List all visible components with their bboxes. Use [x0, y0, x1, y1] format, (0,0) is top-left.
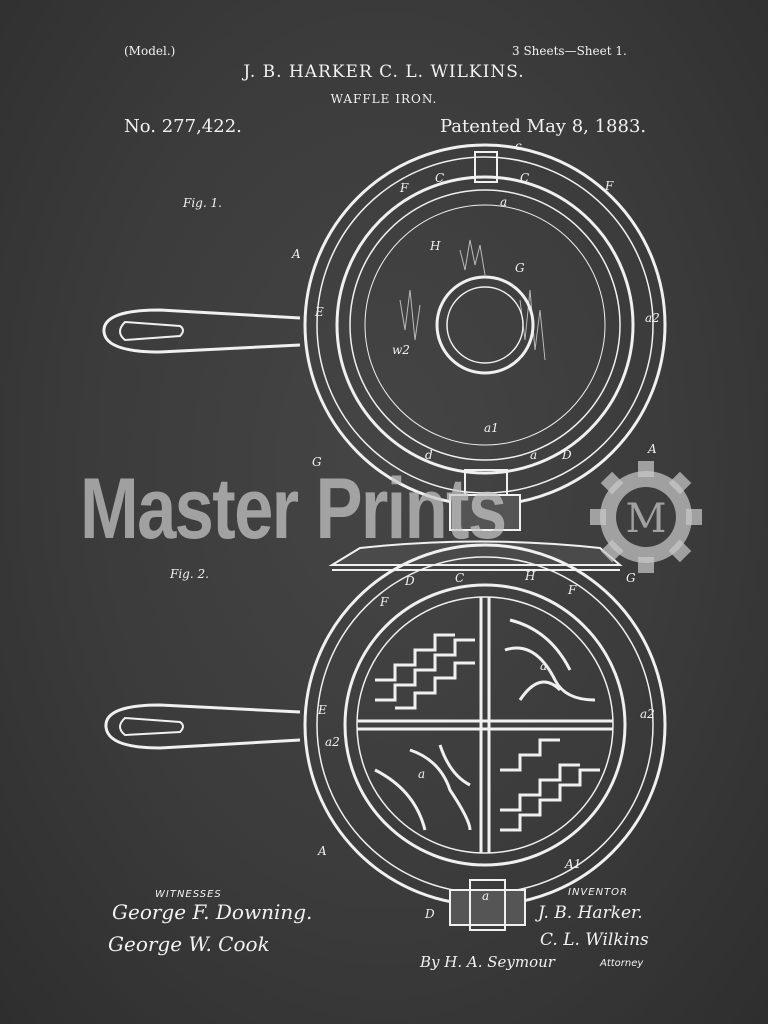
part-label: a — [482, 889, 489, 903]
part-label: F — [567, 583, 577, 597]
inventor-label: INVENTOR — [568, 887, 628, 898]
figure-2-label: Fig. 2. — [169, 567, 209, 581]
part-label: a — [418, 767, 425, 781]
part-label: F — [379, 595, 389, 609]
part-label: D — [561, 448, 572, 462]
part-label: A — [317, 844, 327, 858]
part-label: d — [425, 448, 433, 462]
patent-date: Patented May 8, 1883. — [440, 116, 647, 137]
part-label: H — [524, 569, 536, 583]
part-labels: c C C F F a A H G E a2 w2 a1 G A d D a G… — [291, 139, 660, 921]
part-label: E — [314, 305, 324, 319]
part-label: a — [500, 195, 507, 209]
part-label: a2 — [645, 311, 660, 325]
model-note: (Model.) — [124, 44, 176, 58]
part-label: E — [317, 703, 327, 717]
part-label: F — [399, 181, 409, 195]
figure-2-pan-grid — [104, 543, 667, 931]
part-label: D — [424, 907, 435, 921]
part-label: C — [520, 171, 529, 185]
witness-signature-1: George F. Downing. — [112, 900, 313, 924]
witness-signature-2: George W. Cook — [108, 932, 270, 956]
part-label: H — [429, 239, 441, 253]
attorney-signature: By H. A. Seymour — [420, 953, 555, 971]
part-label: F — [604, 179, 614, 193]
patent-number: No. 277,422. — [124, 116, 242, 137]
sheet-count: 3 Sheets—Sheet 1. — [512, 44, 627, 58]
part-label: a — [540, 659, 547, 673]
figure-1-pan-open — [102, 143, 667, 531]
inventor-signature-2: C. L. Wilkins — [540, 930, 649, 950]
part-label: A — [647, 442, 657, 456]
witnesses-label: WITNESSES — [155, 889, 222, 900]
watermark-text: Master Prints — [80, 461, 507, 557]
part-label: C — [435, 171, 444, 185]
figure-2-lid-side — [328, 540, 623, 571]
watermark-gear-logo: M — [590, 461, 702, 573]
attorney-label: Attorney — [600, 958, 644, 969]
part-label: w2 — [392, 343, 410, 357]
part-label: C — [455, 571, 464, 585]
part-label: a1 — [484, 421, 499, 435]
figure-1-label: Fig. 1. — [182, 196, 222, 210]
part-label: A — [291, 247, 301, 261]
part-label: D — [404, 574, 415, 588]
invention-title: WAFFLE IRON. — [330, 92, 438, 106]
part-label: c — [515, 139, 522, 153]
inventor-signature-1: J. B. Harker. — [538, 903, 643, 923]
watermark-logo-letter: M — [626, 496, 667, 542]
part-label: G — [312, 455, 322, 469]
part-label: a2 — [325, 735, 340, 749]
part-label: G — [515, 261, 525, 275]
part-label: G — [626, 571, 636, 585]
part-label: a2 — [640, 707, 655, 721]
part-label: A1 — [564, 857, 581, 871]
part-label: a — [530, 448, 537, 462]
inventor-names: J. B. HARKER C. L. WILKINS. — [243, 62, 525, 82]
